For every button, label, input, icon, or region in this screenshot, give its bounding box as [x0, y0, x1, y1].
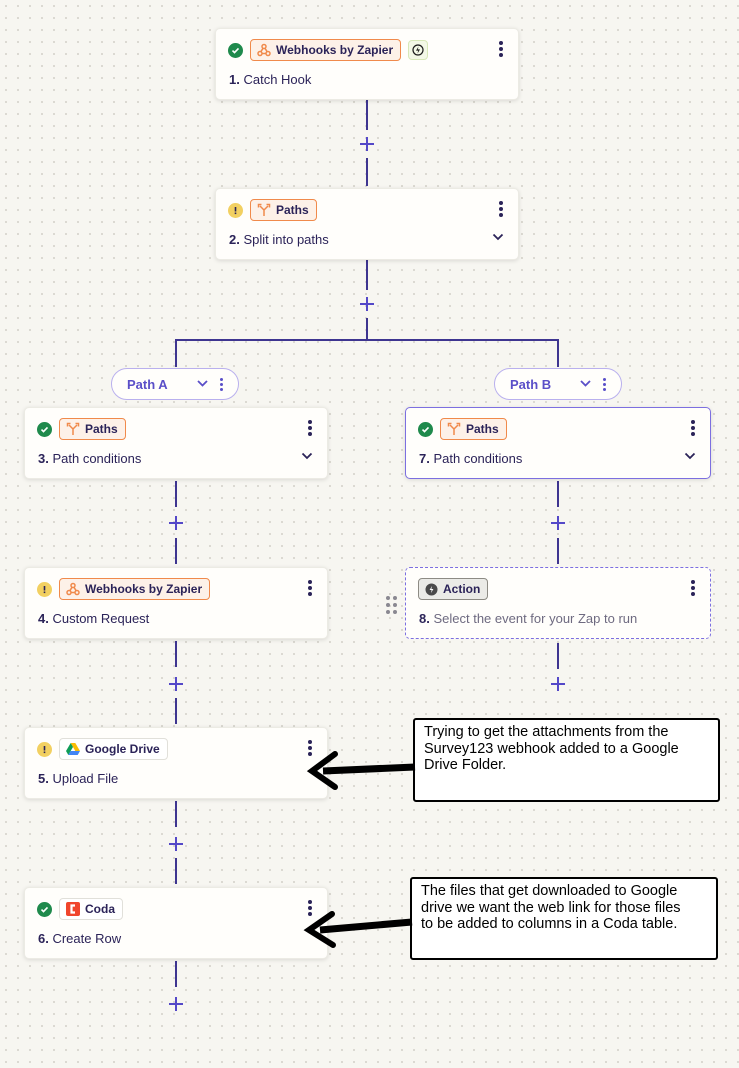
connector-line [175, 641, 177, 667]
app-badge[interactable]: Paths [59, 418, 126, 440]
connector-line [175, 858, 177, 884]
step-title: 4. Custom Request [38, 611, 150, 626]
app-badge[interactable]: Paths [250, 199, 317, 221]
more-vertical-icon[interactable] [220, 377, 224, 393]
step-title: 5. Upload File [38, 771, 119, 786]
paths-split-icon [257, 203, 271, 216]
connector-line [366, 260, 368, 290]
app-badge[interactable]: Action [418, 578, 489, 600]
add-step-plus-icon[interactable] [169, 516, 183, 530]
add-step-plus-icon[interactable] [169, 997, 183, 1011]
connector-line [557, 538, 559, 564]
paths-split-icon [447, 422, 461, 435]
app-name: Paths [276, 203, 309, 217]
step-3-card[interactable]: Paths 3. Path conditions [24, 407, 328, 479]
connector-line [366, 100, 368, 130]
exclamation-circle-icon [228, 202, 243, 218]
connector-line [557, 481, 559, 507]
connector-line [175, 698, 177, 724]
app-name: Action [443, 582, 481, 596]
step-8-card[interactable]: Action 8. Select the event for your Zap … [405, 567, 711, 639]
connector-line [366, 318, 368, 340]
add-step-plus-icon[interactable] [169, 837, 183, 851]
app-name: Google Drive [85, 742, 160, 756]
step-6-card[interactable]: Coda 6. Create Row [24, 887, 328, 959]
connector-line [557, 643, 559, 669]
check-circle-icon [37, 901, 52, 917]
app-badge[interactable]: Webhooks by Zapier [250, 39, 402, 61]
app-name: Paths [466, 422, 499, 436]
connector-line [175, 801, 177, 827]
add-step-plus-icon[interactable] [551, 516, 565, 530]
connector-line [557, 339, 559, 367]
add-step-plus-icon[interactable] [551, 677, 565, 691]
annotation-note-coda: The files that get downloaded to Google … [410, 877, 718, 960]
more-vertical-icon[interactable] [307, 419, 313, 437]
add-step-plus-icon[interactable] [169, 677, 183, 691]
step-title: 6. Create Row [38, 931, 122, 946]
app-name: Coda [85, 902, 115, 916]
webhooks-icon [66, 582, 80, 596]
chevron-down-icon[interactable] [684, 452, 696, 460]
check-circle-icon [37, 421, 52, 437]
check-circle-icon [418, 421, 433, 437]
check-circle-icon [228, 42, 243, 58]
more-vertical-icon[interactable] [690, 579, 696, 597]
annotation-arrow [303, 911, 413, 948]
coda-icon [66, 902, 80, 916]
connector-line [175, 538, 177, 564]
app-badge[interactable]: Coda [59, 898, 123, 920]
instant-trigger-icon [408, 40, 429, 60]
path-b-label: Path B [510, 376, 552, 392]
webhooks-icon [257, 43, 271, 57]
connector-line [175, 961, 177, 987]
more-vertical-icon[interactable] [498, 200, 504, 218]
path-b-pill[interactable]: Path B [494, 368, 622, 400]
connector-line [175, 339, 177, 367]
add-step-plus-icon[interactable] [360, 137, 374, 151]
path-a-pill[interactable]: Path A [111, 368, 239, 400]
exclamation-circle-icon [37, 581, 52, 597]
step-title: 2. Split into paths [229, 232, 329, 247]
add-step-plus-icon[interactable] [360, 297, 374, 311]
more-vertical-icon[interactable] [307, 899, 313, 917]
annotation-note-upload: Trying to get the attachments from the S… [413, 718, 720, 802]
step-title: 1. Catch Hook [229, 72, 312, 87]
step-5-card[interactable]: Google Drive 5. Upload File [24, 727, 328, 799]
step-title: 3. Path conditions [38, 451, 142, 466]
step-title: 8. Select the event for your Zap to run [419, 611, 638, 626]
annotation-arrow [306, 751, 416, 790]
step-title: 7. Path conditions [419, 451, 523, 466]
app-badge[interactable]: Webhooks by Zapier [59, 578, 211, 600]
chevron-down-icon[interactable] [301, 452, 313, 460]
exclamation-circle-icon [37, 741, 52, 757]
more-vertical-icon[interactable] [603, 377, 607, 393]
app-badge[interactable]: Google Drive [59, 738, 168, 760]
step-4-card[interactable]: Webhooks by Zapier 4. Custom Request [24, 567, 328, 639]
connector-line [366, 158, 368, 186]
action-icon [425, 583, 438, 595]
branch-line [175, 339, 559, 341]
drag-handle-icon[interactable] [386, 596, 398, 614]
chevron-down-icon[interactable] [492, 233, 504, 241]
step-1-card[interactable]: Webhooks by Zapier 1. Catch Hook [215, 28, 519, 100]
path-a-label: Path A [127, 376, 168, 392]
step-2-card[interactable]: Paths 2. Split into paths [215, 188, 519, 260]
step-7-card[interactable]: Paths 7. Path conditions [405, 407, 711, 479]
app-name: Webhooks by Zapier [276, 43, 394, 57]
more-vertical-icon[interactable] [307, 739, 313, 757]
chevron-down-icon[interactable] [197, 380, 208, 387]
google-drive-icon [66, 743, 80, 755]
app-badge[interactable]: Paths [440, 418, 507, 440]
more-vertical-icon[interactable] [690, 419, 696, 437]
app-name: Webhooks by Zapier [85, 582, 203, 596]
more-vertical-icon[interactable] [307, 579, 313, 597]
paths-split-icon [66, 422, 80, 435]
chevron-down-icon[interactable] [580, 380, 591, 387]
connector-line [175, 481, 177, 507]
more-vertical-icon[interactable] [498, 40, 504, 58]
app-name: Paths [85, 422, 118, 436]
